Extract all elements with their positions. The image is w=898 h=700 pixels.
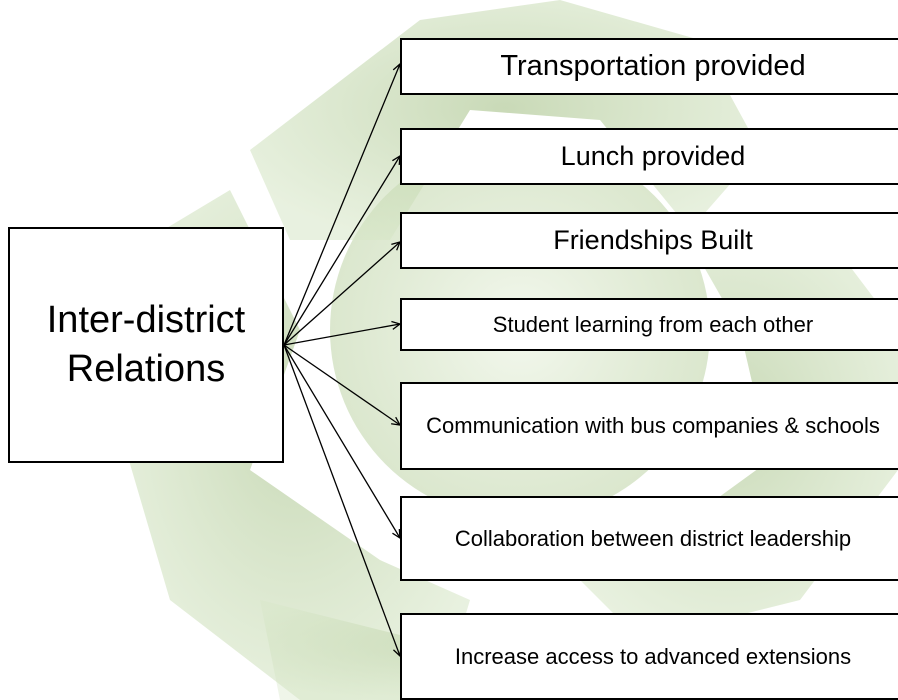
source-node-box: Inter-district Relations	[8, 227, 284, 463]
target-node-label: Transportation provided	[500, 50, 806, 83]
target-node-label: Friendships Built	[553, 224, 753, 255]
connector-arrow-friendships	[283, 242, 400, 346]
target-node-label: Communication with bus companies & schoo…	[426, 413, 880, 439]
connector-arrow-transportation	[283, 64, 400, 346]
connector-arrow-collaboration	[283, 344, 400, 538]
source-node-label: Inter-district Relations	[46, 298, 246, 390]
target-node-label: Increase access to advanced extensions	[454, 643, 852, 669]
target-node-label: Lunch provided	[560, 140, 746, 171]
target-node-label: Student learning from each other	[492, 311, 814, 337]
connector-arrow-access	[283, 344, 400, 656]
target-node-access: Increase access to advanced extensions	[400, 613, 898, 700]
target-node-communication: Communication with bus companies & schoo…	[400, 382, 898, 470]
connector-arrow-student-learning	[283, 324, 400, 346]
target-node-label: Collaboration between district leadershi…	[454, 525, 852, 551]
target-node-transportation: Transportation provided	[400, 38, 898, 95]
target-node-student-learning: Student learning from each other	[400, 298, 898, 351]
target-node-lunch: Lunch provided	[400, 128, 898, 185]
connector-arrow-lunch	[283, 156, 400, 346]
target-node-friendships: Friendships Built	[400, 212, 898, 269]
target-node-collaboration: Collaboration between district leadershi…	[400, 496, 898, 581]
connector-arrow-communication	[283, 344, 400, 425]
